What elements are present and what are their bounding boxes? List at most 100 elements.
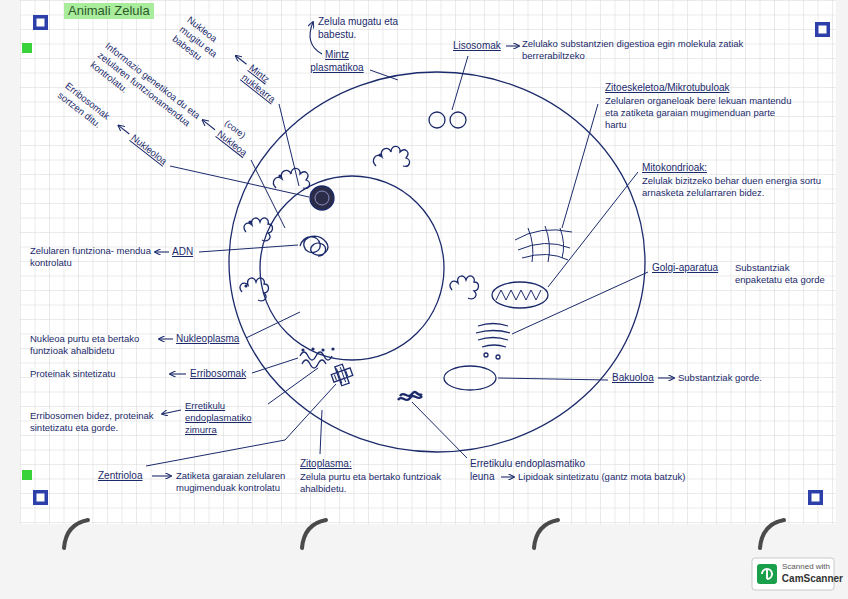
ribosome: [278, 174, 281, 177]
description: Zatiketa garaian zelularen mugimenduak k…: [176, 470, 294, 494]
watermark: Scanned with: [782, 562, 830, 572]
rough-er: [300, 352, 332, 368]
nucleolus: [310, 186, 334, 210]
rough-er: [274, 168, 310, 188]
part-name: ADN: [172, 246, 193, 259]
centriole: [329, 362, 355, 388]
paper: [20, 0, 836, 524]
corner-mark: [33, 15, 48, 30]
pointer-arrow: [159, 338, 173, 339]
leader-line: [562, 104, 598, 228]
part-name: Mintz plasmatikoa: [303, 49, 371, 74]
golgi: [476, 324, 510, 348]
paper-grid: [20, 0, 836, 524]
description: Nukleoa purtu eta bertako funtzioak ahal…: [30, 333, 155, 357]
leader-line: [268, 368, 318, 404]
description: Lipidoak sintetizatu (gantz mota batzuk): [518, 471, 685, 483]
cell: [229, 72, 645, 452]
ribosome: [331, 347, 334, 350]
description: Proteinak sintetizatu: [30, 368, 116, 380]
leader-line: [199, 245, 298, 252]
pointer-arrow: [152, 475, 171, 476]
corner-mark: [808, 490, 823, 505]
lysosome: [450, 112, 466, 128]
pointer-arrow: [118, 125, 129, 134]
centriole: [333, 366, 350, 385]
part-name: Zitoplasma:: [300, 458, 352, 471]
nucleus: [260, 176, 444, 360]
dna: [300, 236, 328, 256]
description: Nukleoa mugitu eta babestu: [170, 14, 235, 76]
description: Zelularen organeloak bere lekuan mantend…: [605, 95, 795, 131]
leader-line: [170, 166, 309, 197]
pointer-arrow: [155, 251, 169, 252]
pointer-arrow: [501, 476, 514, 477]
part-name: Golgi-aparatua: [652, 262, 718, 275]
part-name: Zentrioloa: [98, 470, 142, 483]
corner-mark: [37, 494, 45, 502]
pointer-arrow: [236, 56, 247, 65]
description: Substantziak gorde.: [678, 372, 762, 384]
description: Zelulak bizitzeko behar duen energia sor…: [642, 175, 832, 199]
corner-mark: [37, 19, 45, 27]
ribosomes: [244, 153, 381, 351]
golgi-vesicle: [496, 355, 500, 359]
description: Zelula mugatu eta babestu.: [318, 16, 403, 41]
pointer-arrow: [658, 377, 674, 378]
title: Animali Zelula: [64, 3, 154, 19]
vacuole: [444, 366, 496, 390]
leader-line: [498, 378, 608, 380]
leader-line: [412, 402, 467, 458]
corner-mark: [815, 22, 830, 37]
pointer-arrow: [506, 45, 519, 46]
corner-marks: [22, 15, 830, 505]
corner-mark: [33, 490, 48, 505]
cytoskeleton: [515, 226, 572, 262]
ribosome: [311, 347, 314, 350]
golgi-vesicle: [484, 353, 488, 357]
description: Zelularen funtziona- mendua kontrolatu: [30, 245, 152, 269]
ribosome: [248, 220, 251, 223]
binder-ring: [760, 520, 784, 548]
part-name: Lisosomak: [453, 40, 501, 53]
pointer-arrow: [170, 373, 186, 374]
pointer-arrow: [162, 410, 181, 414]
green-mark: [22, 470, 32, 480]
part-name: Bakuoloa: [612, 372, 654, 385]
leader-line: [146, 384, 336, 466]
pointer-arrow: [202, 120, 215, 130]
leader-line: [370, 70, 398, 80]
ribosome: [378, 153, 381, 156]
rough-er: [244, 218, 272, 241]
part-name: Mintz nuklearra: [239, 62, 295, 113]
leader-line: [251, 160, 285, 228]
pointer-arrows: [118, 22, 674, 477]
watermark: CamScanner: [782, 573, 843, 586]
rough-er: [374, 146, 410, 166]
watermark-icon: [762, 569, 772, 579]
nucleolus: [315, 191, 329, 205]
description: Erribosomak sortzen ditu.: [55, 80, 118, 137]
corner-mark: [812, 494, 820, 502]
description: Substantziak enpaketatu eta gorde: [735, 262, 830, 286]
description: Erribosomen bidez, proteinak sintetizatu…: [30, 410, 155, 434]
ribosome: [321, 348, 324, 351]
leader-line: [279, 104, 299, 186]
mitochondrion: [492, 282, 548, 308]
description: Zelula purtu eta bertako funtzioak ahalb…: [300, 471, 450, 495]
part-name: Mitokondrioak:: [642, 162, 707, 175]
part-name: Erretikulu endoplasmatiko zimurra: [185, 400, 265, 436]
mitochondrion-cristae: [496, 290, 541, 300]
binder-ring: [64, 520, 88, 548]
binder-ring: [302, 520, 326, 548]
corner-mark: [819, 26, 827, 34]
leader-line: [512, 272, 648, 334]
watermark-icon: [757, 564, 777, 584]
leader-line: [246, 312, 300, 338]
ribosome: [301, 348, 304, 351]
description: Zelulako substantzien digestioa egin mol…: [522, 38, 767, 62]
binder-rings: [64, 520, 784, 548]
green-mark: [22, 43, 32, 53]
